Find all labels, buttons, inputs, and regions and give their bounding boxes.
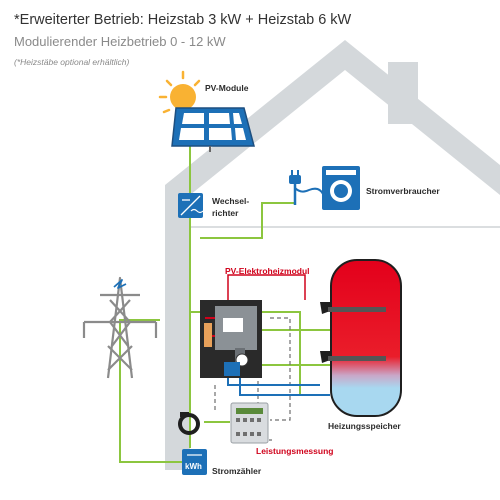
sun-icon <box>158 70 201 114</box>
inverter-icon <box>178 193 204 218</box>
energy-meter-icon <box>182 449 207 475</box>
optional-heating-rods-note: (*Heizstäbe optional erhältlich) <box>14 57 130 67</box>
consumer-label: Stromverbraucher <box>366 186 440 196</box>
house-outline <box>165 40 500 470</box>
operation-mode-heading: *Erweiterter Betrieb: Heizstab 3 kW + He… <box>14 12 352 28</box>
power-pylon-icon <box>82 276 158 379</box>
heating-module-icon <box>200 300 262 378</box>
inverter-label-line1: Wechsel- <box>212 196 250 206</box>
meter-label: Stromzähler <box>212 466 262 476</box>
storage-label: Heizungsspeicher <box>328 421 401 431</box>
heating-rod-icon <box>320 302 386 363</box>
pv-module-label: PV-Module <box>205 83 249 93</box>
storage-tank <box>330 259 402 417</box>
power-meter-icon <box>230 402 269 444</box>
current-clamp-icon <box>178 412 200 435</box>
measurement-label: Leistungsmessung <box>256 446 334 456</box>
meter-display-text: kWh <box>185 462 202 471</box>
washing-machine-icon <box>322 166 360 210</box>
inverter-label-line2: richter <box>212 208 239 218</box>
solar-panel-icon <box>171 107 255 152</box>
modulating-operation-subheading: Modulierender Heizbetrieb 0 - 12 kW <box>14 34 226 49</box>
water-pipes <box>227 375 330 396</box>
plug-icon <box>289 170 324 205</box>
heating-module-label: PV-Elektroheizmodul <box>225 266 310 276</box>
control-line <box>227 274 306 300</box>
